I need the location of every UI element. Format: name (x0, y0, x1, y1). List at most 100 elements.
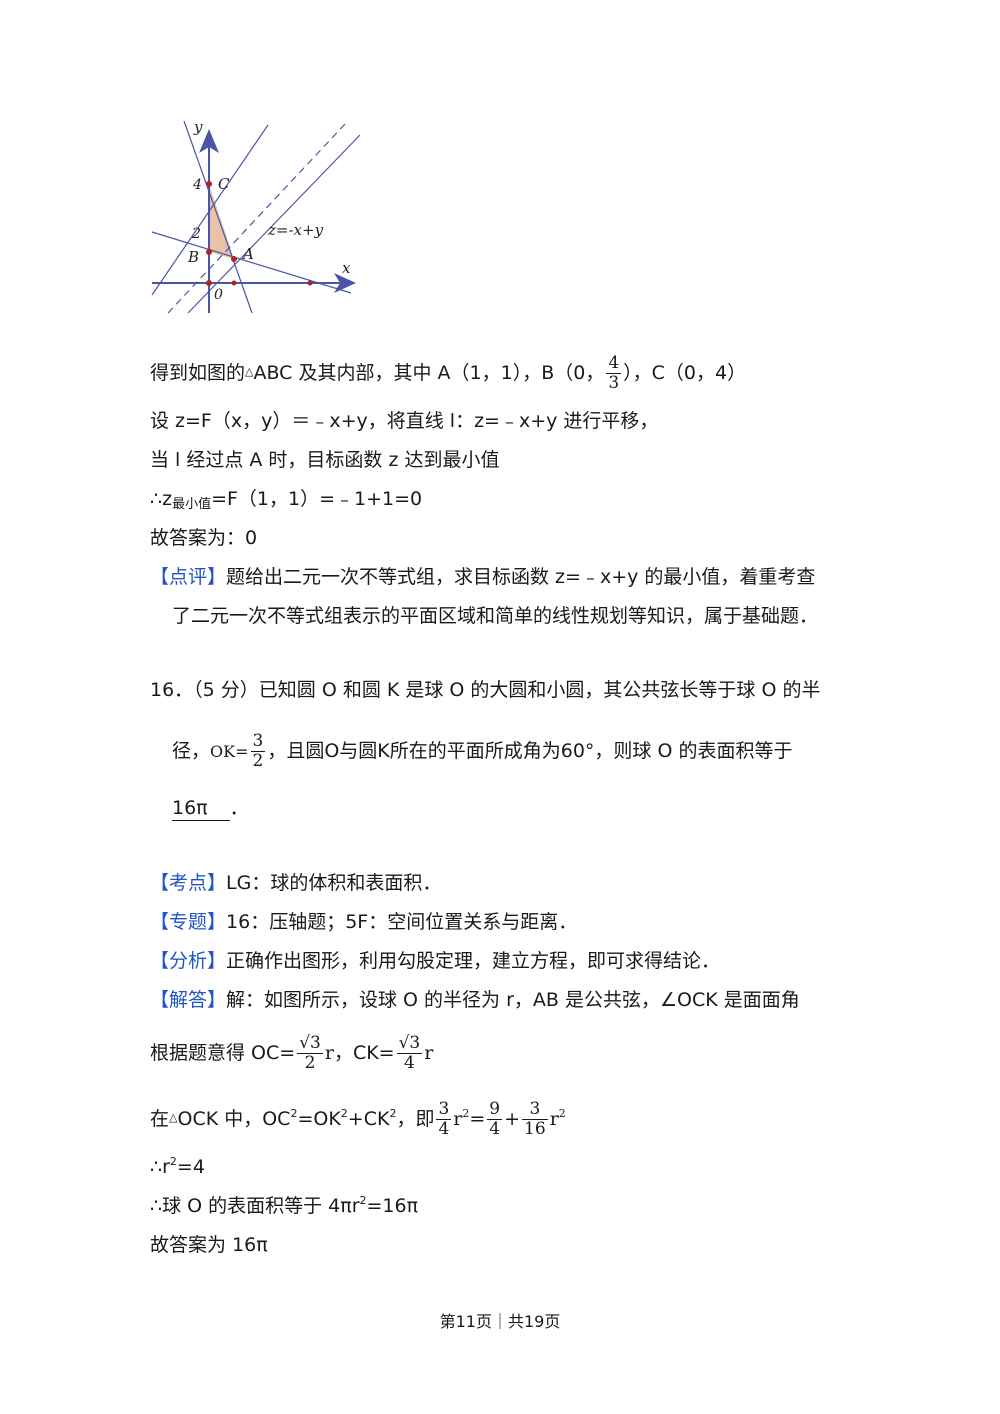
label-c: C (218, 175, 230, 193)
radius-variable: r (453, 1108, 463, 1130)
text-segment: ，且圆O与圆K所在的平面所成角为60°，则球 O 的表面积等于 (267, 740, 793, 762)
fraction-numerator: 3 (436, 1099, 452, 1120)
text-segment: =OK (297, 1108, 341, 1130)
tick-label-2: 2 (191, 226, 201, 242)
fraction-denominator: 3 (608, 373, 620, 393)
triangle-symbol: △ (245, 365, 254, 378)
zhuanti-line: 【专题】16：压轴题；5F：空间位置关系与距离． (150, 910, 577, 934)
solution-step-3: ∴r2=4 (150, 1155, 205, 1182)
superscript: 2 (389, 1107, 397, 1120)
text-segment: ∴r (150, 1156, 170, 1178)
superscript: 2 (340, 1107, 348, 1120)
fraction-numerator: √3 (297, 1033, 323, 1054)
x-axis-arrow (334, 273, 356, 293)
page-footer: 第11页｜共19页 (439, 1312, 561, 1331)
text-segment: 径， (172, 740, 211, 762)
fraction-numerator: 9 (487, 1099, 503, 1120)
answer-blank: 16π (172, 796, 230, 821)
fraction-denominator: 2 (304, 1053, 316, 1073)
fraction-numerator: 3 (250, 731, 266, 752)
text-segment: ，即 (396, 1108, 435, 1130)
minimum-value-line: ∴z最小值=F（1，1）=﹣1+1=0 (150, 487, 422, 514)
jieda-text: 解：如图所示，设球 O 的半径为 r，AB 是公共弦，∠OCK 是面面角 (226, 989, 800, 1011)
text-segment: OCK 中，OC (177, 1108, 291, 1130)
point-b (206, 249, 212, 255)
kaodian-tag: 【考点】 (150, 872, 227, 894)
fraction-numerator: √3 (396, 1033, 423, 1054)
text-segment: ∴球 O 的表面积等于 4πr (150, 1195, 360, 1217)
answer-line-15: 故答案为：0 (150, 527, 258, 549)
point-c (206, 181, 212, 187)
comment-line-2: 了二元一次不等式组表示的平面区域和简单的线性规划等知识，属于基础题． (172, 605, 819, 627)
text-segment: ∴z (150, 488, 173, 510)
question-16-line-1: 16．（5 分）已知圆 O 和圆 K 是球 O 的大圆和小圆，其公共弦长等于球 … (150, 679, 821, 701)
constraint-line-shallow (151, 231, 352, 294)
y-axis-arrow (199, 129, 219, 153)
comment-text: 题给出二元一次不等式组，求目标函数 z=﹣x+y 的最小值，着重考查 (226, 566, 816, 588)
point-a-line: 当 l 经过点 A 时，目标函数 z 达到最小值 (150, 449, 500, 471)
radius-variable: r (424, 1042, 434, 1064)
objective-line-label: z=-x+y (267, 221, 324, 239)
text-segment: =4 (176, 1156, 205, 1178)
text-segment: +CK (347, 1108, 390, 1130)
kaodian-text: LG：球的体积和表面积． (226, 872, 442, 894)
origin-label: 0 (214, 287, 223, 303)
fraction-denominator: 16 (524, 1119, 546, 1139)
text-segment: ，CK= (333, 1042, 395, 1064)
constraint-line-upper (151, 124, 269, 296)
comment-line-1: 【点评】题给出二元一次不等式组，求目标函数 z=﹣x+y 的最小值，着重考查 (150, 565, 815, 589)
text-segment: =F（1，1）=﹣1+1=0 (211, 488, 423, 510)
label-b: B (187, 248, 199, 266)
objective-line-shifted (187, 134, 361, 314)
point-origin (206, 280, 212, 286)
superscript: 2 (290, 1107, 298, 1120)
point-a (231, 256, 237, 262)
text-segment: =16π (366, 1195, 419, 1217)
x-axis-label: x (342, 259, 351, 277)
text-segment: 在 (150, 1108, 170, 1130)
plus-sign: + (504, 1108, 521, 1130)
question-16-answer: 16π． (172, 796, 249, 821)
fraction-denominator: 4 (438, 1119, 450, 1139)
feasible-region-figure: y x 4 C 2 B A 0 z=-x+y (151, 118, 361, 314)
radius-variable: r (324, 1042, 334, 1064)
tick-label-4: 4 (192, 177, 202, 193)
fraction-numerator: 3 (522, 1100, 548, 1120)
comment-tag: 【点评】 (150, 566, 227, 588)
text-segment: ABC 及其内部，其中 A（1，1），B（0， (253, 362, 605, 384)
superscript: 2 (462, 1107, 470, 1120)
solution-step-4: ∴球 O 的表面积等于 4πr2=16π (150, 1194, 418, 1221)
constraint-line-steep (183, 120, 253, 314)
jieda-tag: 【解答】 (150, 989, 227, 1011)
fraction-denominator: 4 (489, 1119, 501, 1139)
fraction-denominator: 2 (252, 751, 264, 771)
fenxi-tag: 【分析】 (150, 950, 227, 972)
ok-label: OK= (210, 742, 249, 761)
label-a: A (241, 245, 254, 263)
text-segment: ． (229, 797, 249, 819)
equals-sign: = (469, 1108, 486, 1130)
set-objective-line: 设 z=F（x，y）＝﹣x+y，将直线 l：z=﹣x+y 进行平移， (150, 410, 659, 432)
fenxi-line: 【分析】正确作出图形，利用勾股定理，建立方程，即可求得结论． (150, 949, 720, 973)
text-segment: 得到如图的 (150, 362, 246, 384)
subscript-min: 最小值 (172, 497, 212, 512)
kaodian-line: 【考点】LG：球的体积和表面积． (150, 871, 441, 895)
zhuanti-text: 16：压轴题；5F：空间位置关系与距离． (226, 911, 578, 933)
solution-final-answer: 故答案为 16π (150, 1234, 268, 1256)
point-x1 (231, 280, 237, 286)
superscript: 2 (169, 1155, 177, 1168)
fraction-denominator: 4 (404, 1053, 415, 1073)
superscript: 2 (558, 1107, 566, 1120)
superscript: 2 (359, 1194, 367, 1207)
fenxi-text: 正确作出图形，利用勾股定理，建立方程，即可求得结论． (226, 950, 721, 972)
y-axis-label: y (193, 118, 203, 136)
